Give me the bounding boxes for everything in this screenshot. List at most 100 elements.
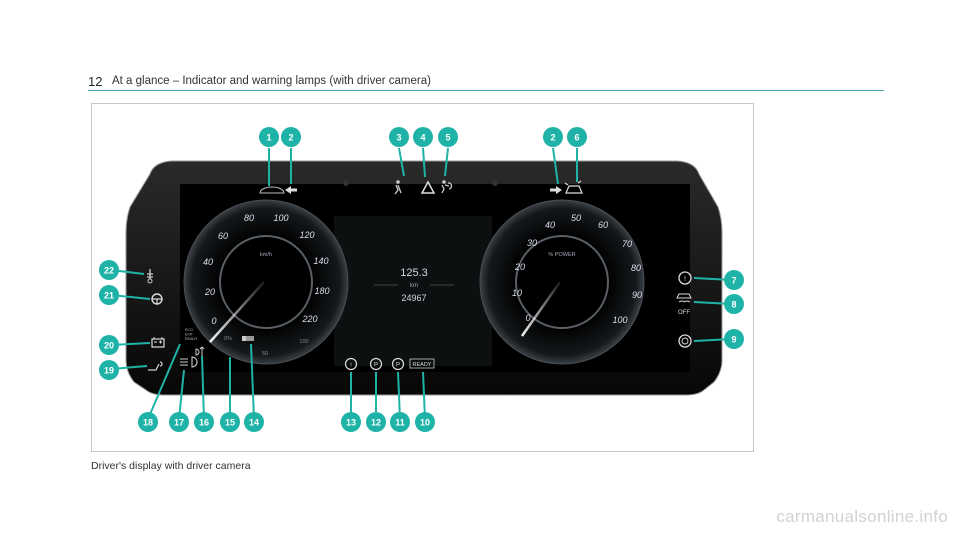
camera-dot-left — [343, 180, 349, 186]
callout-16-circle — [194, 412, 214, 432]
power-gauge: % POWER 0 10 20 30 40 50 60 70 80 90 100 — [479, 199, 645, 365]
center-panel — [334, 216, 492, 366]
callout-15-circle — [220, 412, 240, 432]
electric-parking-brake-mark: P — [396, 363, 400, 369]
eco-status-eco: ECO — [185, 328, 193, 332]
power-tick-30: 30 — [527, 238, 537, 248]
callout-7: 7 — [731, 276, 736, 286]
tire-pressure-mark: ! — [684, 276, 686, 283]
power-unit: % POWER — [548, 252, 575, 258]
electric-parking-brake-icon — [391, 357, 405, 371]
callout-22-circle — [99, 260, 119, 280]
headlight-icon — [180, 356, 198, 368]
callout-1: 1 — [266, 133, 271, 143]
power-tick-80: 80 — [631, 263, 641, 273]
speed-tick-80: 80 — [244, 213, 254, 223]
battery-terminal-icon — [153, 337, 163, 344]
power-tick-90: 90 — [632, 290, 642, 300]
eco-gauge-percent: 0% — [224, 336, 232, 342]
callout-4: 4 — [420, 133, 425, 143]
callout-4-circle — [413, 127, 433, 147]
collision-warning-icon — [564, 180, 583, 194]
power-tick-50: 50 — [571, 213, 581, 223]
right-indicators: ! OFF — [676, 271, 692, 348]
eco-status-exit: EXIT — [185, 333, 194, 337]
tire-pressure-icon — [678, 271, 692, 285]
callout-8-circle — [724, 294, 744, 314]
speed-tick-40: 40 — [203, 257, 213, 267]
battery-icon — [151, 338, 165, 348]
page-title: At a glance – Indicator and warning lamp… — [112, 75, 431, 87]
power-tick-10: 10 — [512, 288, 522, 298]
figure-frame: km/h 0 20 40 60 80 100 120 140 180 220 0… — [91, 103, 754, 452]
coolant-temp-bulb-icon — [147, 278, 153, 284]
callout-3-circle — [389, 127, 409, 147]
light-range-icon — [195, 346, 205, 357]
eco-gauge-50: 50 — [262, 351, 268, 357]
speed-tick-100: 100 — [273, 213, 288, 223]
drivetrain-right-icon — [246, 336, 254, 341]
airbag-body-icon — [441, 182, 453, 194]
callout-10: 10 — [420, 418, 430, 428]
callout-2-circle — [281, 127, 301, 147]
callout-13: 13 — [346, 418, 356, 428]
callout-11-circle — [390, 412, 410, 432]
callout-20-circle — [99, 335, 119, 355]
header-rule — [88, 90, 884, 91]
drivers-display-figure: km/h 0 20 40 60 80 100 120 140 180 220 0… — [99, 127, 744, 432]
esp-icon — [676, 293, 692, 303]
callout-6: 6 — [574, 133, 579, 143]
power-ticks: 0 10 20 30 40 50 60 70 80 90 100 — [512, 213, 642, 325]
speed-unit: km/h — [260, 252, 272, 258]
speed-tick-0: 0 — [211, 316, 216, 326]
bottom-indicators: ! P P READY — [344, 357, 435, 371]
parking-brake-icon — [369, 357, 383, 371]
callout-19-circle — [99, 360, 119, 380]
seat-belt-icon — [396, 180, 400, 184]
callout-13-circle — [341, 412, 361, 432]
callout-20: 20 — [104, 341, 114, 351]
warning-triangle-icon — [420, 180, 436, 194]
seat-belt-body-icon — [394, 184, 402, 195]
callout-14-circle — [244, 412, 264, 432]
brake-warning-mark: ! — [350, 363, 352, 369]
speed-tick-60: 60 — [218, 231, 228, 241]
speed-tick-180: 180 — [314, 286, 329, 296]
odometer-value: 24967 — [401, 293, 426, 303]
callout-9: 9 — [731, 335, 736, 345]
callout-10-circle — [415, 412, 435, 432]
watermark: carmanualsonline.info — [776, 507, 948, 526]
power-needle — [520, 281, 562, 337]
steering-wheel-spoke-icon — [152, 298, 162, 304]
callout-21-circle — [99, 285, 119, 305]
power-tick-60: 60 — [598, 220, 608, 230]
ready-badge — [409, 358, 435, 369]
speed-ticks: 0 20 40 60 80 100 120 140 180 220 — [203, 213, 330, 326]
callout-17: 17 — [174, 418, 184, 428]
speed-tick-120: 120 — [299, 230, 314, 240]
eco-status: ECO EXIT READY — [185, 328, 198, 341]
turn-left-arrow-icon — [285, 186, 297, 194]
turn-right-arrow-icon — [550, 186, 562, 194]
callout-3: 3 — [396, 133, 401, 143]
callout-7-circle — [724, 270, 744, 290]
speedometer: km/h 0 20 40 60 80 100 120 140 180 220 0… — [183, 199, 349, 365]
power-tick-70: 70 — [622, 239, 632, 249]
callout-2b-circle — [543, 127, 563, 147]
power-tick-100: 100 — [612, 315, 627, 325]
coolant-temp-icon — [147, 269, 153, 279]
callout-21: 21 — [104, 291, 114, 301]
callout-16: 16 — [199, 418, 209, 428]
callout-17-circle — [169, 412, 189, 432]
callout-12: 12 — [371, 418, 381, 428]
ready-badge-label: READY — [413, 362, 432, 368]
speed-tick-220: 220 — [301, 314, 317, 324]
callout-badges: 1 2 3 4 5 2 6 7 8 9 10 11 12 13 14 15 16… — [99, 127, 744, 432]
callout-15: 15 — [225, 418, 235, 428]
callout-5-circle — [438, 127, 458, 147]
parking-brake-mark: P — [374, 363, 378, 369]
callout-2b: 2 — [550, 133, 555, 143]
callout-12-circle — [366, 412, 386, 432]
speed-limit-icon — [259, 186, 285, 194]
callout-19: 19 — [104, 366, 114, 376]
